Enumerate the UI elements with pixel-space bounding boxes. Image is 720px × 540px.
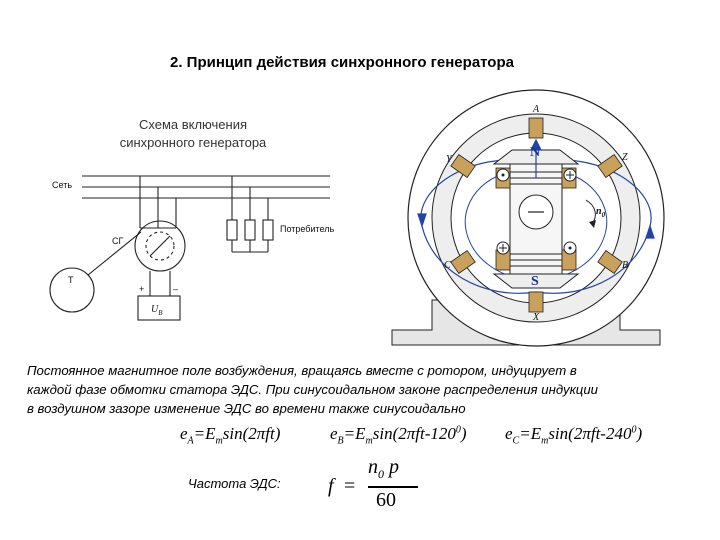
formula-denominator: 60	[376, 489, 396, 511]
diagram-caption: Схема включения синхронного генератора	[108, 116, 278, 152]
plus-sign: +	[139, 284, 144, 294]
phase-label-a: A	[532, 104, 540, 115]
phase-label-x: X	[532, 312, 540, 323]
paragraph-line: Постоянное магнитное поле возбуждения, в…	[27, 363, 577, 378]
phase-label-z: Z	[622, 152, 628, 163]
speed-label: n0	[596, 206, 606, 219]
consumer-load	[244, 219, 256, 241]
phase-label-y: Y	[446, 154, 453, 165]
fraction-bar	[368, 486, 418, 488]
paragraph-line: в воздушном зазоре изменение ЭДС во врем…	[27, 401, 466, 416]
equation-ea: eA=Emsin(2πft)	[180, 424, 281, 447]
generator-symbol	[134, 220, 186, 272]
caption-line: синхронного генератора	[119, 135, 267, 150]
page-title: 2. Принцип действия синхронного генерато…	[170, 54, 514, 71]
excitation-source	[137, 295, 181, 321]
excitation-label: UВ	[151, 304, 163, 317]
meter-label: T	[68, 275, 74, 285]
formula-equals: =	[344, 475, 356, 497]
formula-numerator: n0 p	[368, 456, 399, 481]
consumer-load	[262, 219, 274, 241]
generator-label: СГ	[112, 236, 123, 246]
paragraph-line: каждой фазе обмотки статора ЭДС. При син…	[27, 382, 599, 397]
generator-diagram: Сеть Потребитель СГ T + – UВ	[49, 89, 665, 347]
stator-coils	[450, 117, 623, 313]
phase-label-c: C	[444, 260, 451, 271]
meter-symbol	[49, 267, 95, 313]
frequency-label: Частота ЭДС:	[188, 476, 281, 491]
south-pole-label: S	[531, 274, 539, 289]
consumer-load	[226, 219, 238, 241]
north-pole-label: N	[530, 145, 540, 160]
equation-ec: eC=Emsin(2πft-2400)	[505, 424, 643, 447]
minus-sign: –	[173, 284, 178, 294]
explanation-paragraph: Постоянное магнитное поле возбуждения, в…	[27, 361, 697, 418]
consumer-label: Потребитель	[280, 224, 334, 234]
caption-line: Схема включения	[138, 117, 248, 132]
grid-label: Сеть	[52, 180, 72, 190]
generator-machine	[391, 89, 665, 347]
circuit-schematic	[49, 175, 330, 321]
formula-f: f	[328, 475, 334, 497]
equation-eb: eB=Emsin(2πft-1200)	[330, 424, 467, 447]
phase-label-b: B	[622, 260, 628, 271]
